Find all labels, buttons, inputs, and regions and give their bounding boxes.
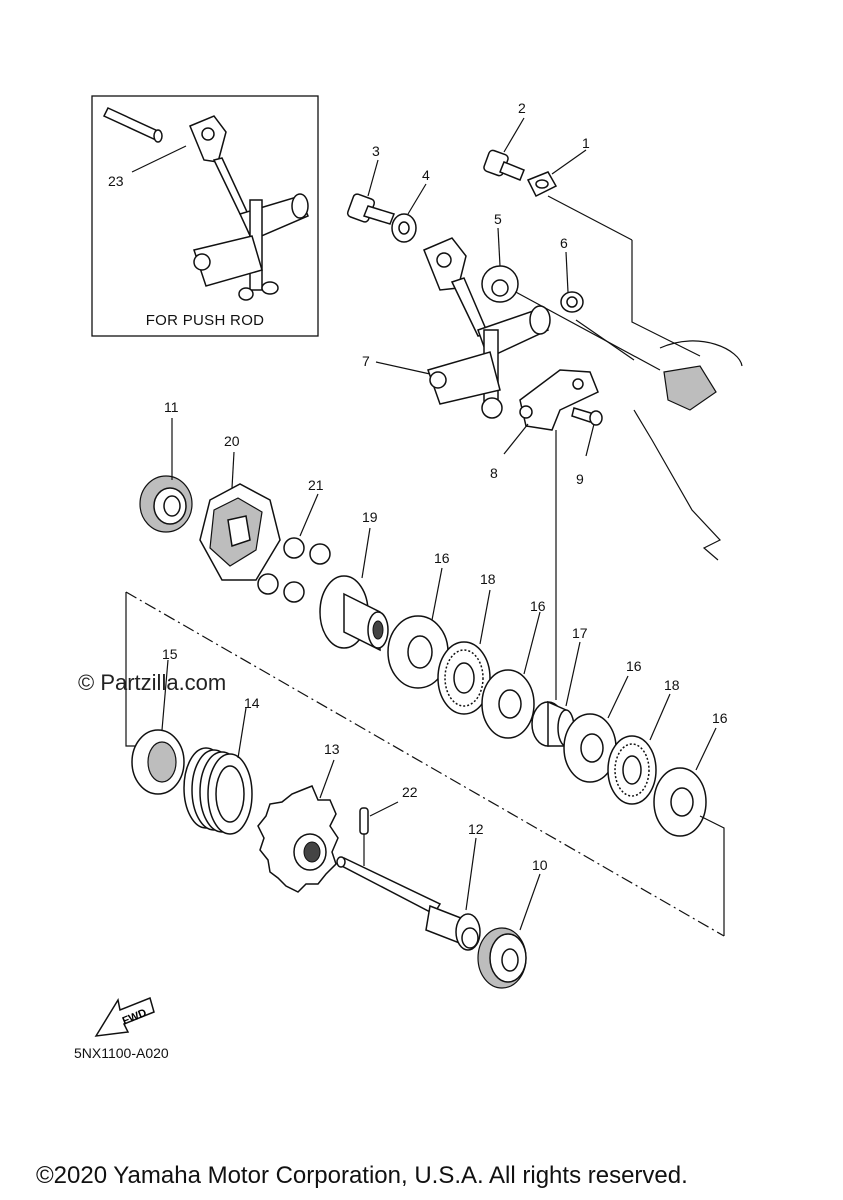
callout-17: 17 [572,625,588,641]
callout-15: 15 [162,646,178,662]
callout-4: 4 [422,167,430,183]
callout-6: 6 [560,235,568,251]
part-4-washer [391,213,417,243]
inset-box [91,95,319,337]
callout-10: 10 [532,857,548,873]
callout-23: 23 [108,173,124,189]
part-16-washer [563,713,617,783]
callout-21: 21 [308,477,324,493]
part-14-spring [183,747,253,835]
part-18-needle-bearing [607,735,657,805]
callout-13: 13 [324,741,340,757]
callout-9: 9 [576,471,584,487]
part-8-bracket [519,369,599,431]
diagram-code: 5NX1100-A020 [74,1045,169,1061]
callout-5: 5 [494,211,502,227]
callout-3: 3 [372,143,380,159]
part-16-washer [653,767,707,837]
part-1-washer [526,171,558,198]
part-9-screw [571,407,603,426]
callout-16: 16 [626,658,642,674]
part-15-oil-seal [131,729,185,795]
part-6-washer [560,291,584,313]
callout-20: 20 [224,433,240,449]
part-10-bearing [477,927,527,989]
assembly-axis [125,591,725,937]
watermark: © Partzilla.com [78,670,226,695]
callout-22: 22 [402,784,418,800]
part-18-needle-bearing [437,641,491,715]
part-16-washer [387,615,449,689]
part-21-balls [257,537,331,603]
part-22-pin [359,807,369,835]
callout-11: 11 [164,399,179,415]
part-3-bolt [346,193,395,225]
callout-16: 16 [712,710,728,726]
part-12-kick-shaft [336,856,481,951]
fwd-arrow-icon: FWD [94,996,155,1037]
callout-16: 16 [434,550,450,566]
callout-12: 12 [468,821,484,837]
callout-1: 1 [582,135,590,151]
inset-push-rod-assembly [102,107,309,301]
part-2-bolt [483,149,525,181]
callout-14: 14 [244,695,260,711]
callout-7: 7 [362,353,370,369]
callout-8: 8 [490,465,498,481]
part-19-sleeve [319,575,389,652]
copyright-notice: ©2020 Yamaha Motor Corporation, U.S.A. A… [36,1162,688,1189]
part-5-collar [481,265,519,303]
callout-16: 16 [530,598,546,614]
part-11-bearing [139,475,193,533]
callout-2: 2 [518,100,526,116]
part-16-washer [481,669,535,739]
callout-19: 19 [362,509,378,525]
callout-18: 18 [480,571,496,587]
inset-caption: FOR PUSH ROD [145,312,265,329]
part-13-gear [257,785,339,893]
part-20-ratchet [199,483,281,581]
callout-18: 18 [664,677,680,693]
part-7-lever-assembly [423,237,551,419]
